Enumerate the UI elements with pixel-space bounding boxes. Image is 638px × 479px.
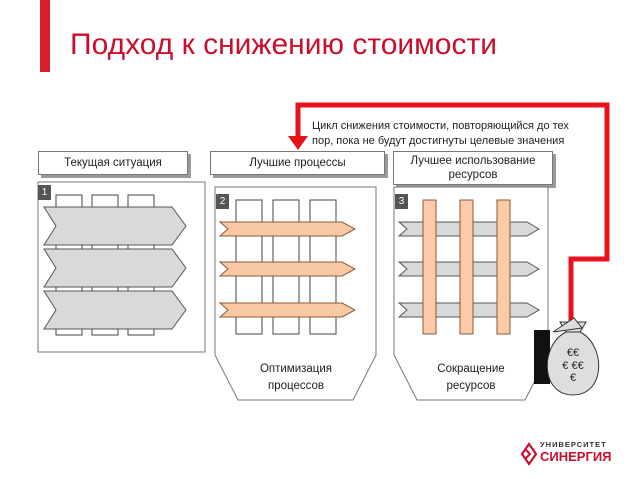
stage-2-label: Лучшие процессы [210,151,385,175]
panel-2 [214,186,377,401]
university-logo: УНИВЕРСИТЕТ СИНЕРГИЯ [520,440,620,468]
stage-3-number: 3 [395,194,408,209]
panel-3 [393,186,549,401]
process-arrow [43,206,187,246]
resource-bar [496,199,511,335]
panel-1 [37,181,206,353]
resource-bar [422,199,437,335]
slide-title: Подход к снижению стоимости [70,28,497,61]
stage-1-label: Текущая ситуация [38,151,188,175]
resource-bar [459,199,474,335]
stage-1-number: 1 [38,185,51,200]
synergy-logo-icon [520,442,538,466]
cycle-feedback-arrow [295,102,610,330]
process-arrow [43,290,187,330]
stage-3-label: Лучшее использование ресурсов [393,151,553,185]
logo-line2: СИНЕРГИЯ [540,449,612,464]
process-arrow [218,302,357,318]
process-arrow [218,221,357,237]
stage-3-caption: Сокращение ресурсов [437,363,505,392]
logo-line1: УНИВЕРСИТЕТ [540,440,607,449]
money-bag-icon [534,317,600,396]
process-arrow [218,261,357,277]
cycle-note: Цикл снижения стоимости, повторяющийся д… [312,120,569,147]
title-accent-bar [40,0,50,72]
stage-2-number: 2 [216,194,229,209]
stage-2-caption: Оптимизация процессов [259,363,333,392]
money-bag-euro-symbols: €€ € €€ € [562,347,584,385]
process-arrow [43,248,187,288]
cycle-feedback-arrowhead [288,136,308,150]
